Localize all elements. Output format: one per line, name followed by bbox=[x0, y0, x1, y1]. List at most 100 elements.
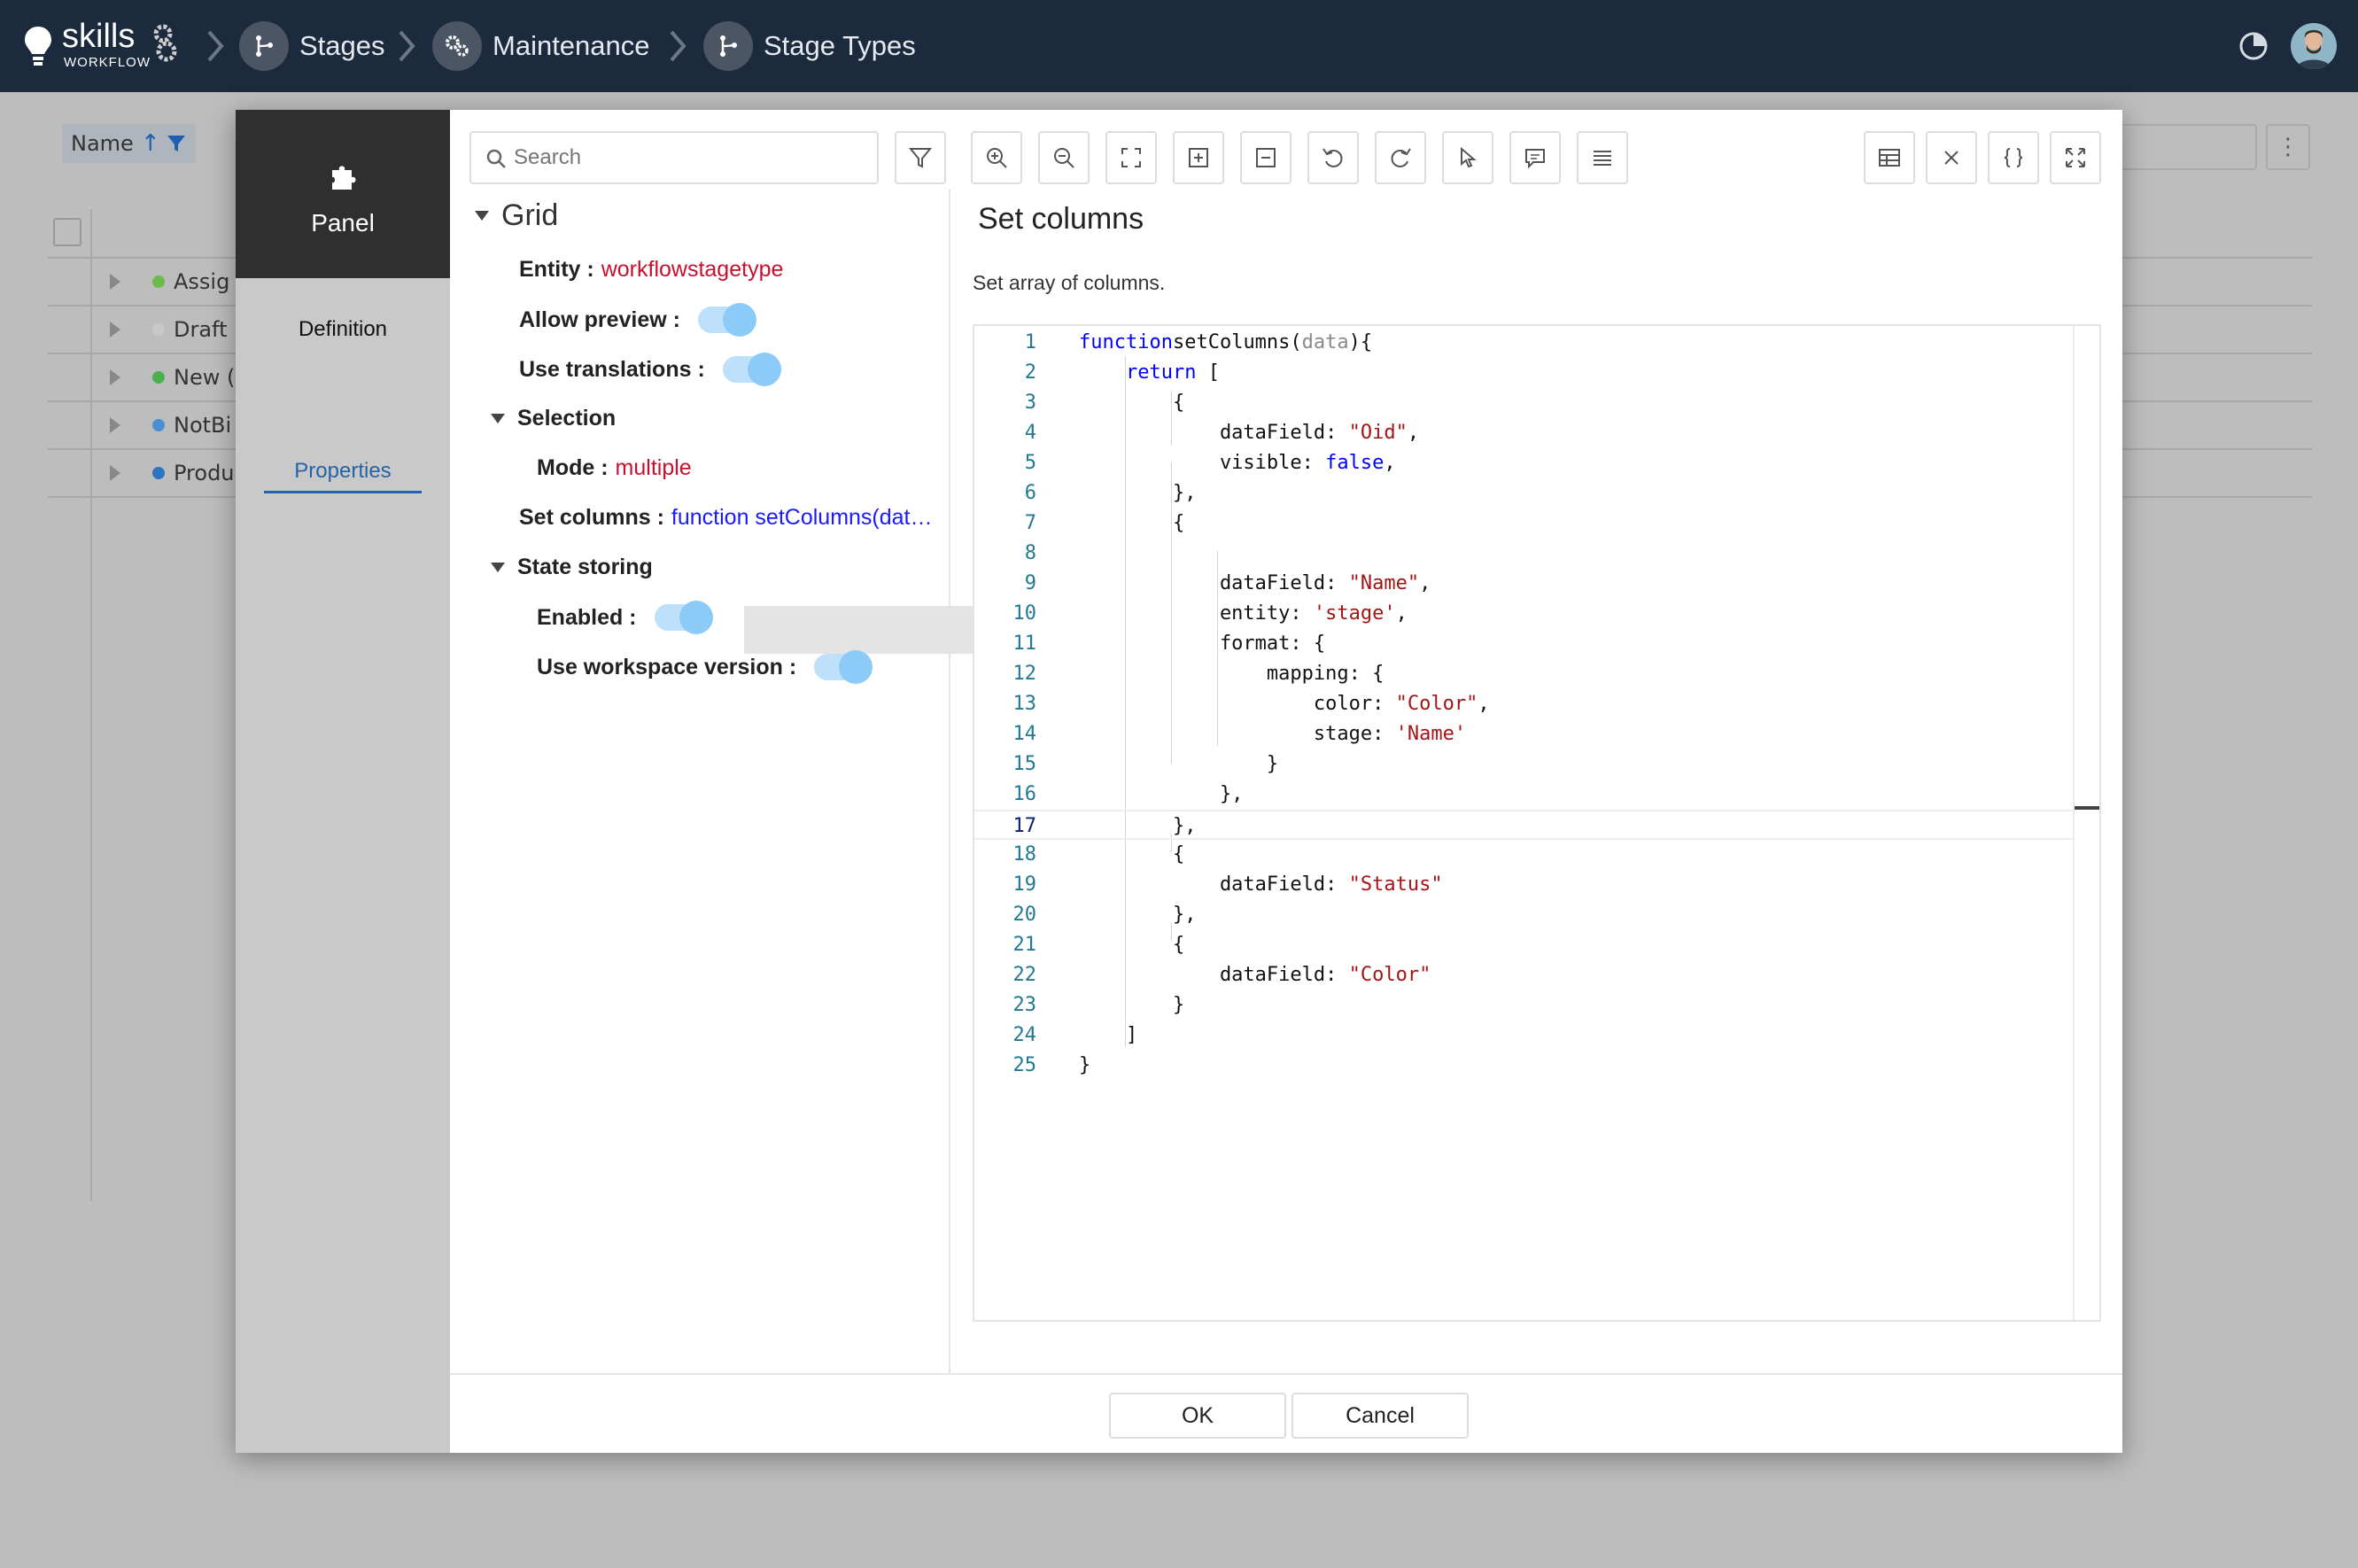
select-all-checkbox[interactable] bbox=[53, 218, 81, 246]
code-line[interactable]: 7 { bbox=[974, 508, 2073, 539]
definition-tab[interactable]: Definition bbox=[298, 317, 388, 341]
caret-down-icon[interactable] bbox=[475, 211, 489, 221]
workspace-version-toggle[interactable] bbox=[814, 650, 873, 684]
code-line[interactable]: 18 { bbox=[974, 840, 2073, 870]
code-line[interactable]: 23 } bbox=[974, 990, 2073, 1021]
line-number: 18 bbox=[1012, 843, 1037, 866]
code-line[interactable]: 9 dataField: "Name", bbox=[974, 569, 2073, 599]
status-dot bbox=[152, 276, 165, 288]
code-line[interactable]: 4 dataField: "Oid", bbox=[974, 418, 2073, 448]
code-line[interactable]: 3 { bbox=[974, 388, 2073, 418]
user-avatar[interactable] bbox=[2291, 23, 2337, 69]
table-view-button[interactable] bbox=[1864, 131, 1915, 184]
pie-chart-icon[interactable] bbox=[2238, 30, 2269, 62]
code-text: } bbox=[1079, 1051, 1090, 1081]
code-line[interactable]: 2 return [ bbox=[974, 358, 2073, 388]
code-line[interactable]: 21 { bbox=[974, 930, 2073, 960]
property-entity[interactable]: Entity : workflowstagetype bbox=[519, 257, 783, 283]
code-token: ] bbox=[1079, 1024, 1138, 1046]
code-line[interactable]: 19 dataField: "Status" bbox=[974, 870, 2073, 900]
select-button[interactable] bbox=[1442, 131, 1493, 184]
code-line[interactable]: 14 stage: 'Name' bbox=[974, 719, 2073, 749]
table-row[interactable]: NotBi bbox=[48, 402, 243, 448]
background-search-input[interactable] bbox=[2108, 124, 2257, 170]
expand-icon[interactable] bbox=[110, 369, 120, 385]
expand-icon[interactable] bbox=[110, 274, 120, 290]
expand-icon[interactable] bbox=[110, 465, 120, 481]
undo-button[interactable] bbox=[1307, 131, 1359, 184]
minus-square-icon bbox=[1256, 148, 1276, 167]
code-text: stage: 'Name' bbox=[1079, 719, 1466, 749]
code-line[interactable]: 16 }, bbox=[974, 780, 2073, 810]
fullscreen-button[interactable] bbox=[2050, 131, 2101, 184]
line-number: 14 bbox=[1012, 723, 1037, 745]
more-options-icon[interactable]: ⋮ bbox=[2266, 124, 2310, 170]
search-input[interactable] bbox=[514, 138, 868, 177]
caret-down-icon[interactable] bbox=[491, 414, 505, 423]
code-line[interactable]: 15 } bbox=[974, 749, 2073, 780]
expand-icon[interactable] bbox=[110, 417, 120, 433]
zoom-in-button[interactable] bbox=[971, 131, 1022, 184]
code-text: format: { bbox=[1079, 629, 1325, 659]
code-view-button[interactable] bbox=[1988, 131, 2039, 184]
code-line[interactable]: 22 dataField: "Color" bbox=[974, 960, 2073, 990]
code-line[interactable]: 10 entity: 'stage', bbox=[974, 599, 2073, 629]
table-row[interactable]: Assig bbox=[48, 259, 243, 305]
allow-preview-toggle[interactable] bbox=[697, 303, 756, 337]
tree-node-grid[interactable]: Grid bbox=[475, 198, 558, 233]
line-number: 23 bbox=[1012, 994, 1037, 1016]
code-line[interactable]: 6 }, bbox=[974, 478, 2073, 508]
expand-icon[interactable] bbox=[110, 322, 120, 338]
code-line[interactable]: 12 mapping: { bbox=[974, 659, 2073, 689]
comment-icon bbox=[1525, 149, 1545, 169]
breadcrumb-stages[interactable]: Stages bbox=[239, 21, 385, 71]
table-row[interactable]: Draft bbox=[48, 307, 243, 353]
code-line[interactable]: 5 visible: false, bbox=[974, 448, 2073, 478]
expand-all-button[interactable] bbox=[1173, 131, 1224, 184]
enabled-toggle[interactable] bbox=[654, 601, 713, 634]
zoom-out-button[interactable] bbox=[1038, 131, 1090, 184]
code-text: mapping: { bbox=[1079, 659, 1384, 689]
table-row[interactable]: Produ bbox=[48, 450, 243, 496]
top-navigation-bar: skills WORKFLOW Stages Maintenance Stage… bbox=[0, 0, 2358, 92]
editor-scrollbar[interactable] bbox=[2073, 326, 2099, 1320]
collapse-all-button[interactable] bbox=[1240, 131, 1291, 184]
line-number: 19 bbox=[1012, 873, 1037, 896]
code-line[interactable]: 17 }, bbox=[974, 810, 2073, 840]
close-button[interactable] bbox=[1926, 131, 1977, 184]
cancel-button[interactable]: Cancel bbox=[1291, 1393, 1469, 1439]
caret-down-icon[interactable] bbox=[491, 563, 505, 572]
redo-button[interactable] bbox=[1375, 131, 1426, 184]
filter-button[interactable] bbox=[895, 131, 946, 184]
property-mode[interactable]: Mode : multiple bbox=[537, 455, 692, 481]
property-set-columns[interactable]: Set columns : function setColumns(dat… bbox=[519, 505, 933, 531]
breadcrumb-maintenance[interactable]: Maintenance bbox=[432, 21, 650, 71]
code-line[interactable]: 24 ] bbox=[974, 1021, 2073, 1051]
tree-node-state-storing[interactable]: State storing bbox=[491, 555, 653, 580]
use-translations-toggle[interactable] bbox=[722, 353, 781, 386]
editor-description: Set array of columns. bbox=[973, 271, 1166, 294]
properties-tab[interactable]: Properties bbox=[264, 459, 422, 493]
sort-chip[interactable]: Name ↑ bbox=[62, 124, 196, 163]
row-label: Assig bbox=[174, 269, 230, 294]
align-button[interactable] bbox=[1577, 131, 1628, 184]
ok-button[interactable]: OK bbox=[1109, 1393, 1286, 1439]
table-row[interactable]: New ( bbox=[48, 354, 243, 400]
code-text: dataField: "Name", bbox=[1079, 569, 1431, 599]
code-line[interactable]: 8 bbox=[974, 539, 2073, 569]
code-line[interactable]: 25} bbox=[974, 1051, 2073, 1081]
tree-node-selection[interactable]: Selection bbox=[491, 406, 616, 431]
scroll-position-marker bbox=[2075, 806, 2099, 810]
breadcrumb-stage-types[interactable]: Stage Types bbox=[703, 21, 916, 71]
grid-divider bbox=[90, 209, 92, 1201]
panel-tab[interactable]: Panel bbox=[236, 110, 450, 278]
search-box[interactable] bbox=[469, 131, 879, 184]
line-number: 6 bbox=[1024, 482, 1036, 504]
code-line[interactable]: 20 }, bbox=[974, 900, 2073, 930]
comment-button[interactable] bbox=[1509, 131, 1561, 184]
code-line[interactable]: 13 color: "Color", bbox=[974, 689, 2073, 719]
code-line[interactable]: 11 format: { bbox=[974, 629, 2073, 659]
fit-view-button[interactable] bbox=[1105, 131, 1157, 184]
